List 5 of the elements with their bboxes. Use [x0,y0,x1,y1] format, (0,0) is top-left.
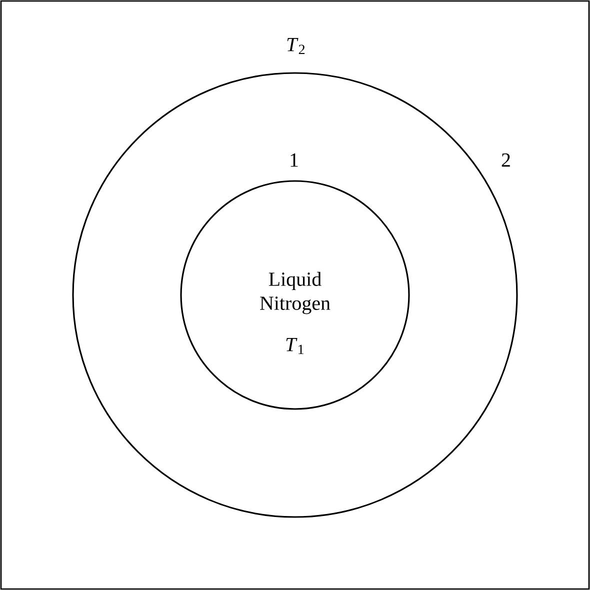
surface-number: 1 [290,153,298,167]
temperature-label: T$_{2}$ [287,38,305,54]
temperature-label: T$_{1}$ [286,338,304,354]
surface-number: 2 [502,153,510,167]
substance-label: Liquid Nitrogen [260,272,330,314]
